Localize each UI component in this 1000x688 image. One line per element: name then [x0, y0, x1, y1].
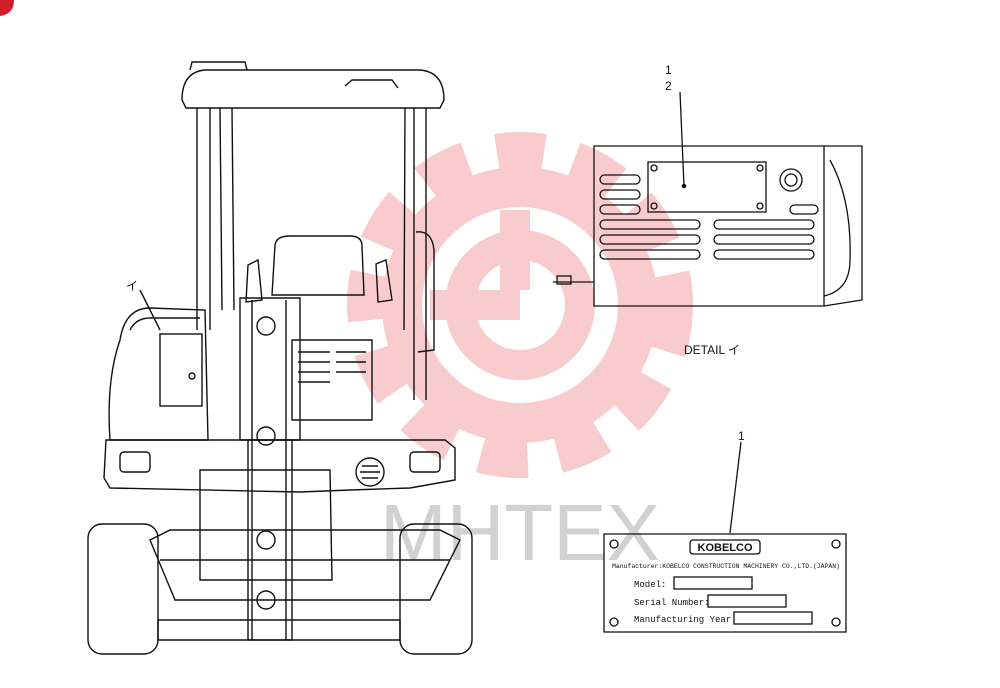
excavator-rear-view: [87, 61, 473, 655]
manufacturing-year-label: Manufacturing Year:: [634, 615, 737, 625]
manufacturing-year-field: [733, 611, 813, 625]
watermark-text: MHTEX: [380, 488, 660, 577]
leader-detail-marker: [139, 289, 161, 331]
callout-1-plate: 1: [738, 429, 745, 443]
serial-number-label: Serial Number:: [634, 598, 710, 608]
detail-view: [553, 91, 863, 307]
model-field: [673, 576, 753, 590]
corner-mark: [0, 0, 14, 16]
kobelco-nameplate: [603, 441, 847, 633]
callout-2-top: 2: [665, 79, 672, 93]
model-label: Model:: [634, 580, 666, 590]
callout-1-top: 1: [665, 63, 672, 77]
detail-marker-label: イ: [126, 279, 138, 293]
nameplate-brand: KOBELCO: [698, 542, 753, 554]
detail-caption: DETAIL イ: [684, 343, 740, 357]
nameplate-manufacturer: Manufacturer:KOBELCO CONSTRUCTION MACHIN…: [612, 563, 840, 570]
serial-number-field: [707, 594, 787, 608]
watermark-logo: [347, 132, 693, 478]
